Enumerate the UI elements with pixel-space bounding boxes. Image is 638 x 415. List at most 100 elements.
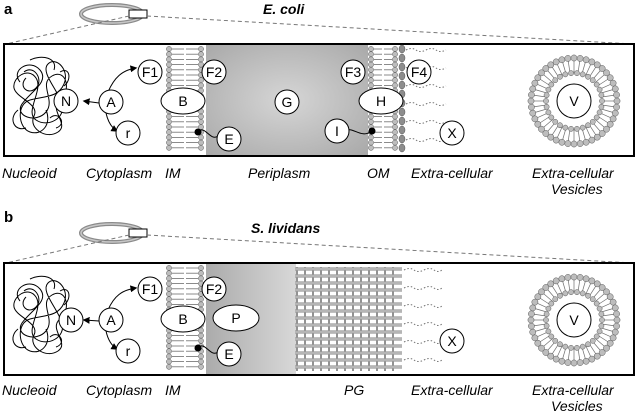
lps-unit	[398, 62, 406, 72]
arrow-a-to-f1	[107, 65, 138, 93]
lipid-head	[198, 51, 204, 58]
svg-text:P: P	[231, 310, 240, 326]
lipid-head	[166, 139, 172, 146]
arrow-a-to-r	[105, 330, 119, 350]
surface-chain	[403, 322, 443, 326]
lipid-head	[166, 77, 172, 84]
lipid-head	[609, 298, 617, 306]
lipid-head	[598, 284, 606, 291]
lipid-head	[576, 55, 584, 62]
lipid-head	[368, 66, 374, 73]
lipid-head	[538, 344, 545, 352]
lipid-head	[564, 140, 572, 147]
lipid-head	[542, 284, 550, 291]
lipid-head	[596, 86, 603, 93]
caption-cytoplasm: Cytoplasm	[86, 382, 152, 398]
surface-chain	[403, 304, 443, 308]
lipid-head	[548, 81, 555, 88]
lipid-head	[166, 56, 172, 63]
lipid-head	[198, 301, 204, 308]
lipid-head	[368, 46, 374, 52]
caption-periplasm: Periplasm	[248, 165, 311, 181]
lipid-head	[582, 56, 590, 64]
nucleoid-dna	[12, 275, 70, 355]
node-r: r	[115, 338, 141, 364]
lipid-head	[579, 71, 586, 78]
lipid-head	[593, 114, 600, 121]
species-title: S. lividans	[251, 220, 320, 236]
lipid-head	[552, 77, 559, 84]
lipid-head	[606, 293, 614, 301]
svg-text:I: I	[335, 123, 339, 139]
lipid-head	[552, 118, 559, 125]
lipid-head	[368, 77, 374, 84]
lipid-head	[166, 113, 172, 120]
lipid-head	[611, 304, 619, 312]
node-x: X	[439, 328, 465, 354]
lipid-head	[613, 97, 621, 105]
lipid-head	[166, 61, 172, 68]
lps-unit	[398, 44, 406, 54]
lipid-head	[166, 124, 172, 130]
lipid-head	[609, 79, 617, 87]
lipid-head	[552, 136, 560, 144]
lipid-head	[538, 288, 545, 296]
lipid-head	[368, 51, 374, 58]
svg-text:V: V	[569, 312, 579, 328]
caption-om: OM	[367, 165, 390, 181]
lipid-head	[564, 55, 572, 62]
lipid-head	[392, 72, 398, 78]
lipid-head	[198, 46, 204, 52]
lipid-head	[548, 114, 555, 121]
lipid-head	[527, 316, 535, 324]
lipid-head	[198, 265, 204, 271]
lipid-head	[538, 69, 545, 77]
lipid-head	[368, 61, 374, 68]
nucleoid-dna	[12, 56, 70, 136]
lipid-head	[576, 140, 584, 147]
lipid-head	[368, 144, 374, 151]
lipid-head	[609, 334, 617, 342]
lipid-head	[166, 66, 172, 73]
anchor-e	[194, 128, 202, 136]
surface-chain	[403, 286, 443, 290]
node-b: B	[160, 305, 206, 333]
lipid-head	[557, 122, 563, 129]
lipid-head	[564, 274, 572, 281]
lipid-head	[579, 124, 586, 131]
svg-text:F1: F1	[142, 64, 159, 80]
lipid-head	[198, 134, 204, 141]
node-p: P	[212, 304, 260, 332]
svg-text:H: H	[376, 93, 386, 109]
peptidoglycan-layer	[295, 267, 443, 371]
lipid-head	[528, 322, 535, 330]
caption-extracellular-vesicles-2: Vesicles	[551, 398, 603, 414]
lps-unit	[398, 80, 406, 90]
lipid-head	[392, 134, 398, 141]
lipid-head	[613, 316, 621, 324]
arrow-a-to-n	[82, 316, 100, 324]
lipid-head	[545, 109, 552, 116]
surface-chain	[403, 358, 443, 362]
lipid-head	[603, 344, 610, 352]
lipid-head	[558, 275, 566, 283]
lipid-head	[552, 58, 560, 66]
lps-chain	[405, 120, 447, 124]
lipid-head	[198, 363, 204, 370]
lipid-head	[568, 125, 574, 132]
anchor-i	[368, 127, 376, 135]
svg-text:F2: F2	[206, 281, 223, 297]
lipid-head	[613, 91, 620, 99]
node-f2: F2	[201, 59, 227, 85]
lipid-head	[542, 130, 550, 137]
lipid-head	[574, 125, 580, 132]
lipid-head	[589, 337, 596, 344]
svg-text:r: r	[126, 125, 131, 141]
svg-text:B: B	[178, 93, 187, 109]
lipid-head	[166, 46, 172, 52]
caption-nucleoid: Nucleoid	[2, 382, 58, 398]
lipid-head	[552, 355, 560, 363]
lipid-head	[598, 92, 605, 99]
lipid-head	[603, 288, 610, 296]
caption-pg: PG	[344, 382, 364, 398]
